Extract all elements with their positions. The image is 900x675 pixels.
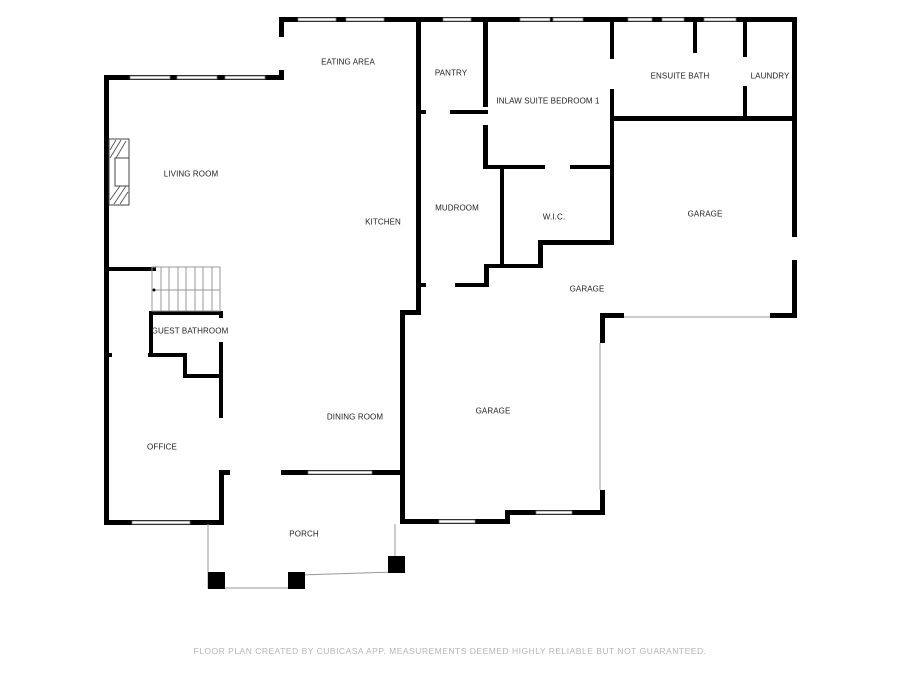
room-label-pantry: PANTRY: [434, 68, 468, 78]
room-label-garage-lower: GARAGE: [475, 406, 511, 416]
room-label-laundry: LAUNDRY: [750, 71, 790, 81]
fireplace: [108, 138, 130, 206]
disclaimer-footer: FLOOR PLAN CREATED BY CUBICASA APP. MEAS…: [193, 646, 707, 656]
interior-walls: [104, 17, 797, 418]
room-label-garage-middle: GARAGE: [569, 284, 605, 294]
exterior-walls: [104, 17, 797, 525]
room-label-guest-bathroom: GUEST BATHROOM: [151, 326, 229, 336]
room-label-wic: W.I.C.: [542, 212, 566, 222]
room-label-inlaw-suite-bedroom-1: INLAW SUITE BEDROOM 1: [496, 96, 600, 106]
room-label-eating-area: EATING AREA: [321, 57, 375, 67]
room-label-garage-upper: GARAGE: [687, 209, 723, 219]
staircase: [151, 266, 221, 312]
room-label-porch: PORCH: [289, 529, 319, 539]
windows: [129, 17, 737, 525]
porch-outline: [207, 316, 770, 589]
room-label-mudroom: MUDROOM: [435, 203, 479, 213]
room-label-ensuite-bath: ENSUITE BATH: [650, 71, 710, 81]
room-label-kitchen: KITCHEN: [365, 217, 401, 227]
room-label-office: OFFICE: [147, 442, 177, 452]
room-label-living-room: LIVING ROOM: [163, 169, 219, 179]
room-label-dining-room: DINING ROOM: [326, 412, 384, 422]
